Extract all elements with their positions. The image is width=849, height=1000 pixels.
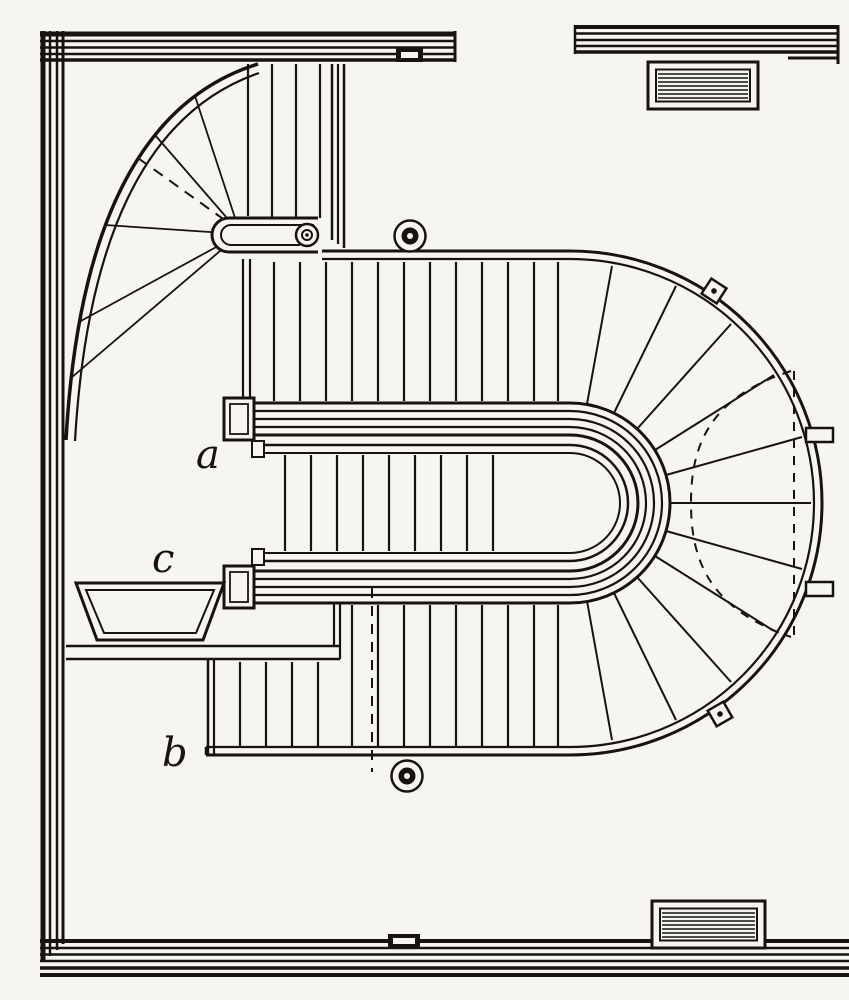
shelf bbox=[66, 644, 342, 661]
top-flight-treads bbox=[246, 64, 322, 218]
right-door-jambs bbox=[804, 426, 835, 598]
upper-flight-treads bbox=[241, 259, 560, 401]
newel-boss-top bbox=[393, 219, 427, 253]
rail-newel-lower bbox=[222, 564, 256, 610]
rail-newel-upper bbox=[222, 396, 256, 442]
basin bbox=[73, 581, 227, 642]
newel-scroll bbox=[210, 216, 320, 254]
winder-outer-curve bbox=[64, 62, 260, 442]
winder-fan-upper bbox=[586, 265, 811, 504]
middle-flight-treads bbox=[283, 455, 495, 551]
winder-fan-lower bbox=[586, 530, 803, 741]
central-well-rail bbox=[222, 396, 672, 610]
baluster-stud-bottom bbox=[705, 699, 735, 729]
newel-boss-bottom bbox=[390, 759, 424, 793]
hatched-panel-top-right bbox=[646, 60, 760, 111]
plan-labels: a c b bbox=[152, 432, 220, 776]
baluster-stud-top bbox=[699, 276, 729, 306]
wall-top-left bbox=[40, 31, 457, 62]
label-c: c bbox=[152, 536, 174, 582]
label-a: a bbox=[196, 432, 220, 478]
lower-flight-treads bbox=[206, 603, 560, 754]
wall-left bbox=[40, 31, 65, 962]
label-b: b bbox=[162, 730, 188, 776]
dashed-headroom-line bbox=[689, 370, 795, 638]
top-flight-rail bbox=[330, 64, 346, 248]
hatched-panel-bottom-right bbox=[650, 899, 767, 950]
wall-top-right bbox=[573, 25, 840, 64]
stair-outer-edge bbox=[204, 249, 824, 757]
inner-handrail bbox=[251, 440, 630, 566]
